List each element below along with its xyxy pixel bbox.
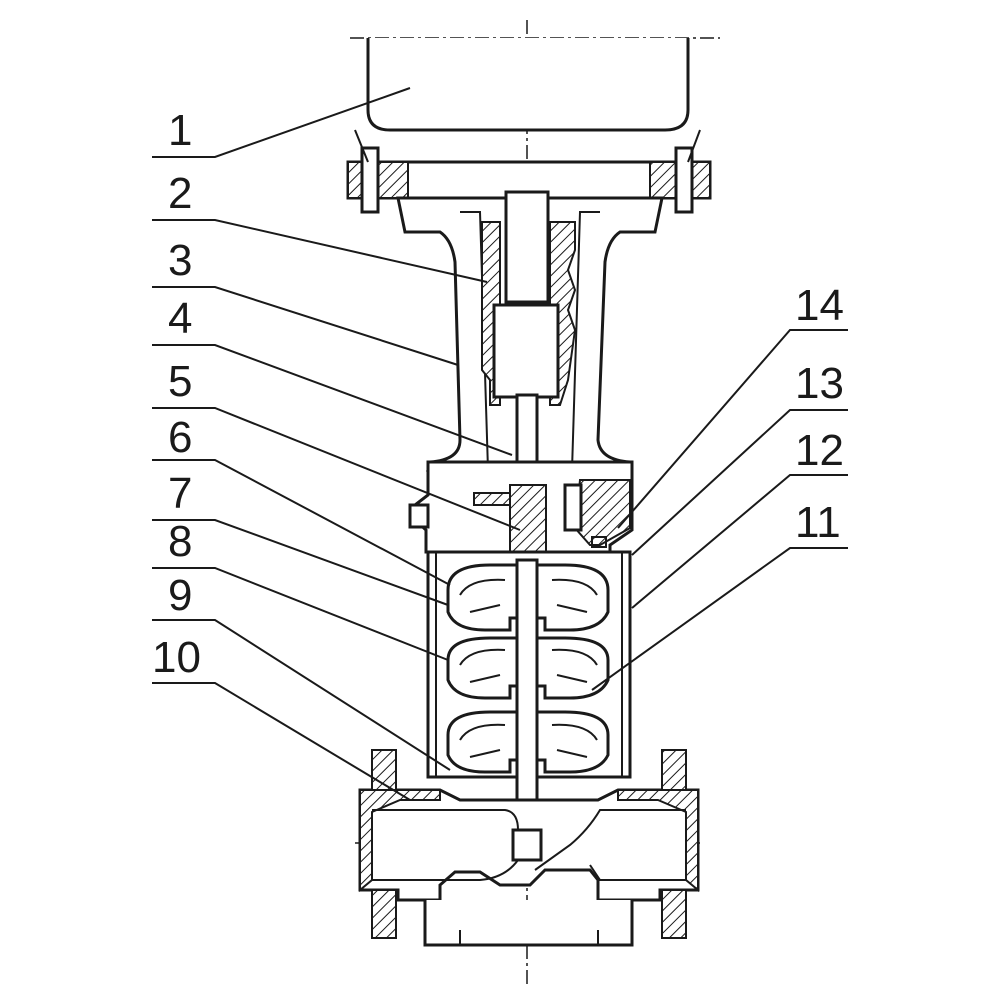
o-ring-head [591, 536, 607, 548]
label-6: 6 [168, 413, 192, 462]
head-bolt [563, 483, 583, 532]
label-14: 14 [795, 281, 844, 330]
label-10: 10 [152, 633, 201, 682]
shaft-nut [511, 828, 543, 862]
label-8: 8 [168, 517, 192, 566]
seal-gland [473, 492, 515, 506]
shaft-through-stages [515, 558, 539, 802]
leaders-left [152, 87, 521, 801]
base-right-hatch [617, 789, 699, 893]
label-9: 9 [168, 571, 192, 620]
label-7: 7 [168, 469, 192, 518]
label-13: 13 [795, 359, 844, 408]
outlet-flange-top [661, 749, 687, 791]
outlet-flange-bottom [661, 889, 687, 939]
label-2: 2 [168, 169, 192, 218]
leaders-right [591, 329, 848, 691]
coupling-sleeve [492, 303, 560, 399]
label-5: 5 [168, 357, 192, 406]
label-12: 12 [795, 426, 844, 475]
base-left-hatch [359, 789, 441, 893]
bolt-right [674, 146, 694, 214]
motor-shaft [504, 190, 550, 304]
motor [366, 38, 690, 132]
label-1: 1 [168, 106, 192, 155]
label-3: 3 [168, 236, 192, 285]
base-foot [423, 900, 634, 947]
vent-plug [408, 503, 430, 529]
label-4: 4 [168, 294, 192, 343]
mechanical-seal [509, 484, 547, 556]
label-11: 11 [795, 498, 841, 547]
inlet-flange-bottom [371, 889, 397, 939]
bolt-left [360, 146, 380, 214]
